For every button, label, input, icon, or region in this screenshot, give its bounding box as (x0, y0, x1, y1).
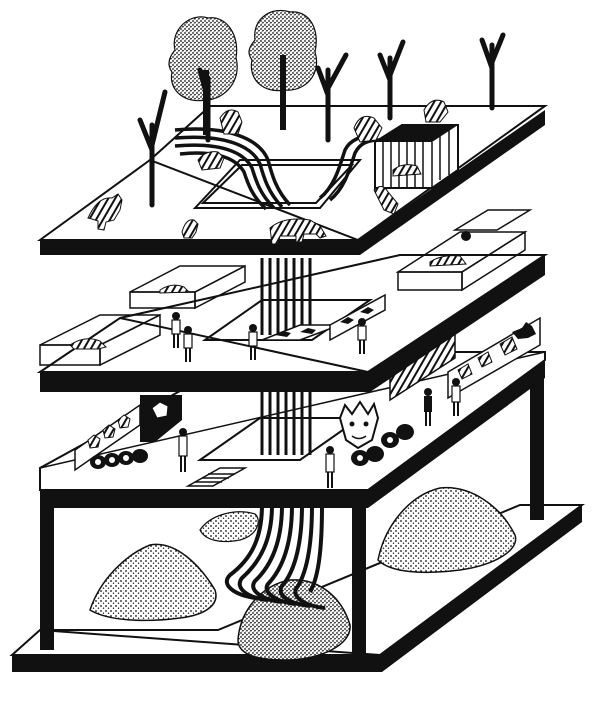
visitor-figure-plaza-3 (424, 388, 432, 426)
visitor-figure-middle-4 (357, 318, 367, 354)
pelt-display-right (447, 316, 541, 400)
tiger-figure-roof-6 (353, 115, 383, 143)
stairs-plaza (185, 467, 248, 487)
tiger-figure-case-1 (69, 338, 107, 350)
tiger-figure-roof-3 (269, 218, 327, 245)
striped-column (260, 390, 312, 455)
tiger-mask-icon (338, 400, 380, 450)
tiger-figure-roof-8 (373, 186, 399, 215)
tiger-figure-roof-2 (181, 219, 199, 239)
tiger-figure-roof-4 (197, 151, 225, 171)
specimen-shelf-right (329, 293, 386, 342)
glass-case-right (395, 230, 528, 292)
visitor-figure-middle-2 (183, 326, 193, 362)
bare-tree-4 (479, 32, 506, 111)
mask-display-black-panel (140, 395, 182, 442)
cage-icon (374, 124, 459, 189)
structural-frame (40, 360, 545, 655)
visitor-figure-plaza-2 (325, 446, 335, 488)
tiger-figure-roof-1 (87, 193, 123, 231)
rolled-pelt-row-right (351, 424, 414, 466)
visitor-figure-middle-1 (171, 312, 181, 348)
rock-mound-right (377, 487, 517, 574)
tiger-figure-roof-7 (423, 99, 449, 123)
visitor-figure-plaza-4 (451, 378, 461, 416)
bare-tree-3 (377, 39, 406, 121)
bare-tree-2 (315, 52, 349, 143)
middle-striped-column (260, 258, 312, 335)
middle-floor-slab (36, 254, 549, 392)
bare-tree-1 (137, 89, 168, 208)
tree-center (248, 9, 318, 130)
tiger-figure-roof-5 (219, 109, 243, 135)
tiger-figure-case-2 (159, 284, 191, 294)
rock-mound-left (89, 543, 217, 622)
visitor-figure-middle-3 (248, 324, 258, 360)
visitor-figure-plaza-1 (178, 428, 188, 472)
glass-case-far-right (452, 209, 533, 231)
bare-tree-5 (197, 67, 211, 143)
rock-mound-back (199, 511, 259, 543)
tiger-figure-case-3 (429, 231, 471, 267)
striped-stream (224, 504, 326, 610)
rolled-pelt-row-left (90, 449, 148, 469)
